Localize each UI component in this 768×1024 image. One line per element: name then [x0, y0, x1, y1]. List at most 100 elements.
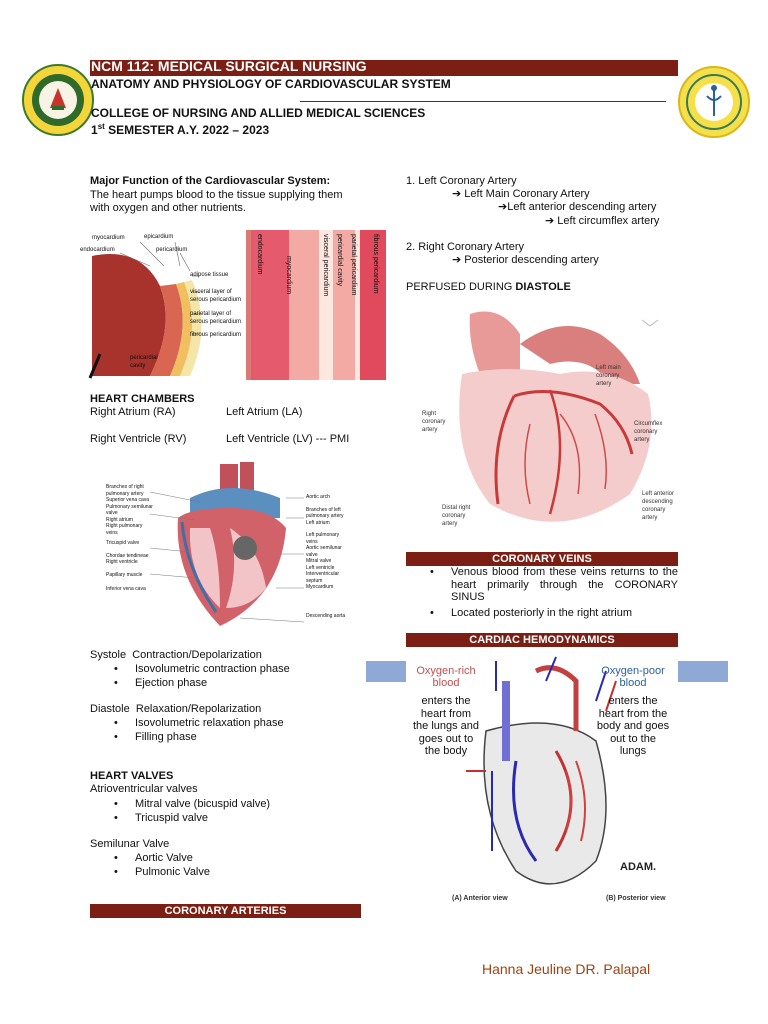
- college-seal-icon: [686, 74, 742, 130]
- cor-label-rca-1: Right: [422, 411, 437, 417]
- hemodynamics-figure: Oxygen-rich blood enters the heart from …: [406, 651, 678, 915]
- university-seal-logo: [22, 64, 94, 136]
- chamber-ra: Right Atrium (RA): [90, 406, 176, 418]
- cor-label-lm-2: coronary: [596, 373, 620, 379]
- label-left-atrium: Left atrium: [306, 519, 330, 526]
- layer-label-adipose: adipose tissue: [190, 272, 229, 278]
- list-item: Aortic Valve: [90, 851, 210, 865]
- label-left-pv-2: veins: [306, 538, 318, 545]
- label-right-pv-2: veins: [106, 529, 118, 536]
- chamber-la: Left Atrium (LA): [226, 406, 303, 418]
- label-right-ventricle: Right ventricle: [106, 559, 138, 565]
- label-mitral: Mitral valve: [306, 558, 332, 564]
- layer-label-cavity: cavity: [130, 363, 146, 369]
- oxygen-poor-title: Oxygen-poor blood: [601, 665, 665, 689]
- band-label-endocardium: endocardium: [256, 234, 263, 275]
- label-chordae: Chordae tendineae: [106, 552, 149, 559]
- university-seal-icon: [32, 74, 84, 126]
- av-valves-list: Mitral valve (bicuspid valve) Tricuspid …: [90, 797, 270, 825]
- cor-label-cx-2: coronary: [634, 429, 658, 435]
- layer-label-fibrous: fibrous pericardium: [190, 332, 242, 338]
- pda-line: ➔ Posterior descending artery: [452, 254, 599, 266]
- list-item: Isovolumetric relaxation phase: [90, 716, 284, 730]
- author-name: Hanna Jeuline DR. Palapal: [482, 961, 651, 977]
- cor-label-cx-3: artery: [634, 437, 650, 443]
- systole-line: Systole Contraction/Depolarization: [90, 649, 262, 663]
- label-myocardium: Myocardium: [306, 584, 334, 590]
- list-item: Ejection phase: [90, 676, 290, 690]
- accent-block-left: [366, 661, 406, 682]
- av-valves-label: Atrioventricular valves: [90, 783, 198, 795]
- coronary-veins-list: Venous blood from these veins returns to…: [406, 566, 678, 619]
- band-label-fibrous: fibrous pericardium: [372, 234, 379, 294]
- accent-block-right: [678, 661, 728, 682]
- cor-label-cx-1: Circumflex: [634, 421, 663, 427]
- heart-labels-right: Aortic arch Branches of left pulmonary a…: [306, 494, 345, 619]
- cor-label-lad-1: Left anterior: [642, 491, 675, 497]
- perfused-line: PERFUSED DURING DIASTOLE: [406, 281, 571, 295]
- label-interventricular-1: Interventricular: [306, 571, 340, 577]
- major-function-heading: Major Function of the Cardiovascular Sys…: [90, 175, 331, 187]
- topic-title: ANATOMY AND PHYSIOLOGY OF CARDIOVASCULAR…: [91, 77, 451, 91]
- course-title: NCM 112: MEDICAL SURGICAL NURSING: [91, 58, 367, 74]
- label-branches-right-pa-1: Branches of right: [106, 484, 144, 490]
- header-rule: [300, 101, 666, 102]
- heart-valves-heading: HEART VALVES: [90, 770, 174, 782]
- cardiac-hemodynamics-band: CARDIAC HEMODYNAMICS: [406, 633, 678, 647]
- systole-desc: Contraction/Depolarization: [132, 649, 262, 661]
- cor-label-lad-2: descending: [642, 499, 673, 505]
- college-seal-logo: [678, 66, 750, 138]
- perfused-diastole: DIASTOLE: [515, 281, 571, 293]
- semester-line: 1st SEMESTER A.Y. 2022 – 2023: [91, 122, 269, 137]
- list-item: Isovolumetric contraction phase: [90, 662, 290, 676]
- lmca-line: ➔ Left Main Coronary Artery: [452, 188, 590, 200]
- label-branches-right-pa-2: pulmonary artery: [106, 490, 144, 497]
- blood-flow-diagram: [466, 656, 617, 885]
- college-name: COLLEGE OF NURSING AND ALLIED MEDICAL SC…: [91, 106, 426, 120]
- coronary-arteries-figure: Left main coronary artery Right coronary…: [410, 304, 686, 540]
- diastole-desc: Relaxation/Repolarization: [135, 703, 262, 715]
- layer-label-visceral-2: serous pericardium: [190, 297, 242, 303]
- heart-cross-section-diagram: [149, 462, 305, 626]
- chamber-rv: Right Ventricle (RV): [90, 433, 187, 445]
- layer-label-visceral-1: visceral layer of: [190, 289, 232, 295]
- label-ivc: Inferior vena cava: [106, 586, 146, 592]
- heart-anatomy-figure: Branches of right pulmonary artery Super…: [90, 458, 360, 636]
- layer-label-pericardial: pericardial: [130, 355, 158, 361]
- cor-label-drca-1: Distal right: [442, 505, 471, 511]
- oxygen-rich-title: Oxygen-rich blood: [416, 665, 476, 689]
- label-left-ventricle: Left ventricle: [306, 564, 335, 571]
- layer-label-parietal-2: serous pericardium: [190, 319, 242, 325]
- sl-valves-list: Aortic Valve Pulmonic Valve: [90, 851, 210, 879]
- label-pulm-semilunar-2: valve: [106, 510, 118, 516]
- cor-label-drca-2: coronary: [442, 513, 466, 519]
- cor-label-lad-4: artery: [642, 515, 658, 521]
- layer-label-pericardium: pericardium: [156, 247, 188, 253]
- adam-logo: ADAM.: [620, 861, 657, 873]
- systole-label: Systole: [90, 649, 127, 661]
- label-aortic-arch: Aortic arch: [306, 494, 330, 500]
- major-function-line-1: The heart pumps blood to the tissue supp…: [90, 189, 343, 201]
- caption-anterior: (A) Anterior view: [452, 895, 508, 902]
- coronary-arteries-band: CORONARY ARTERIES: [90, 904, 361, 918]
- band-label-parietal: parietal pericardium: [350, 234, 357, 296]
- band-label-cavity: pericardial cavity: [336, 234, 343, 287]
- list-item: Pulmonic Valve: [90, 865, 210, 879]
- oxygen-poor-text: enters the heart from the body and goes …: [596, 695, 670, 757]
- sl-valve-label: Semilunar Valve: [90, 838, 170, 850]
- coronary-veins-band: CORONARY VEINS: [406, 552, 678, 566]
- oxygen-rich-text: enters the heart from the lungs and goes…: [412, 695, 480, 757]
- systole-list: Isovolumetric contraction phase Ejection…: [90, 662, 290, 690]
- label-right-atrium: Right atrium: [106, 516, 133, 523]
- label-aortic-semilunar-1: Aortic semilunar: [306, 545, 342, 551]
- label-pulm-semilunar-1: Pulmonary semilunar: [106, 503, 153, 510]
- semester-number: 1: [91, 123, 98, 137]
- heart-labels-left: Branches of right pulmonary artery Super…: [106, 484, 153, 593]
- perfused-prefix: PERFUSED DURING: [406, 281, 516, 293]
- label-branches-left-pa-1: Branches of left: [306, 506, 341, 513]
- cor-label-lad-3: coronary: [642, 507, 666, 513]
- list-item: Tricuspid valve: [90, 811, 270, 825]
- caption-posterior: (B) Posterior view: [606, 895, 666, 902]
- diastole-list: Isovolumetric relaxation phase Filling p…: [90, 716, 284, 744]
- cor-label-rca-2: coronary: [422, 419, 446, 425]
